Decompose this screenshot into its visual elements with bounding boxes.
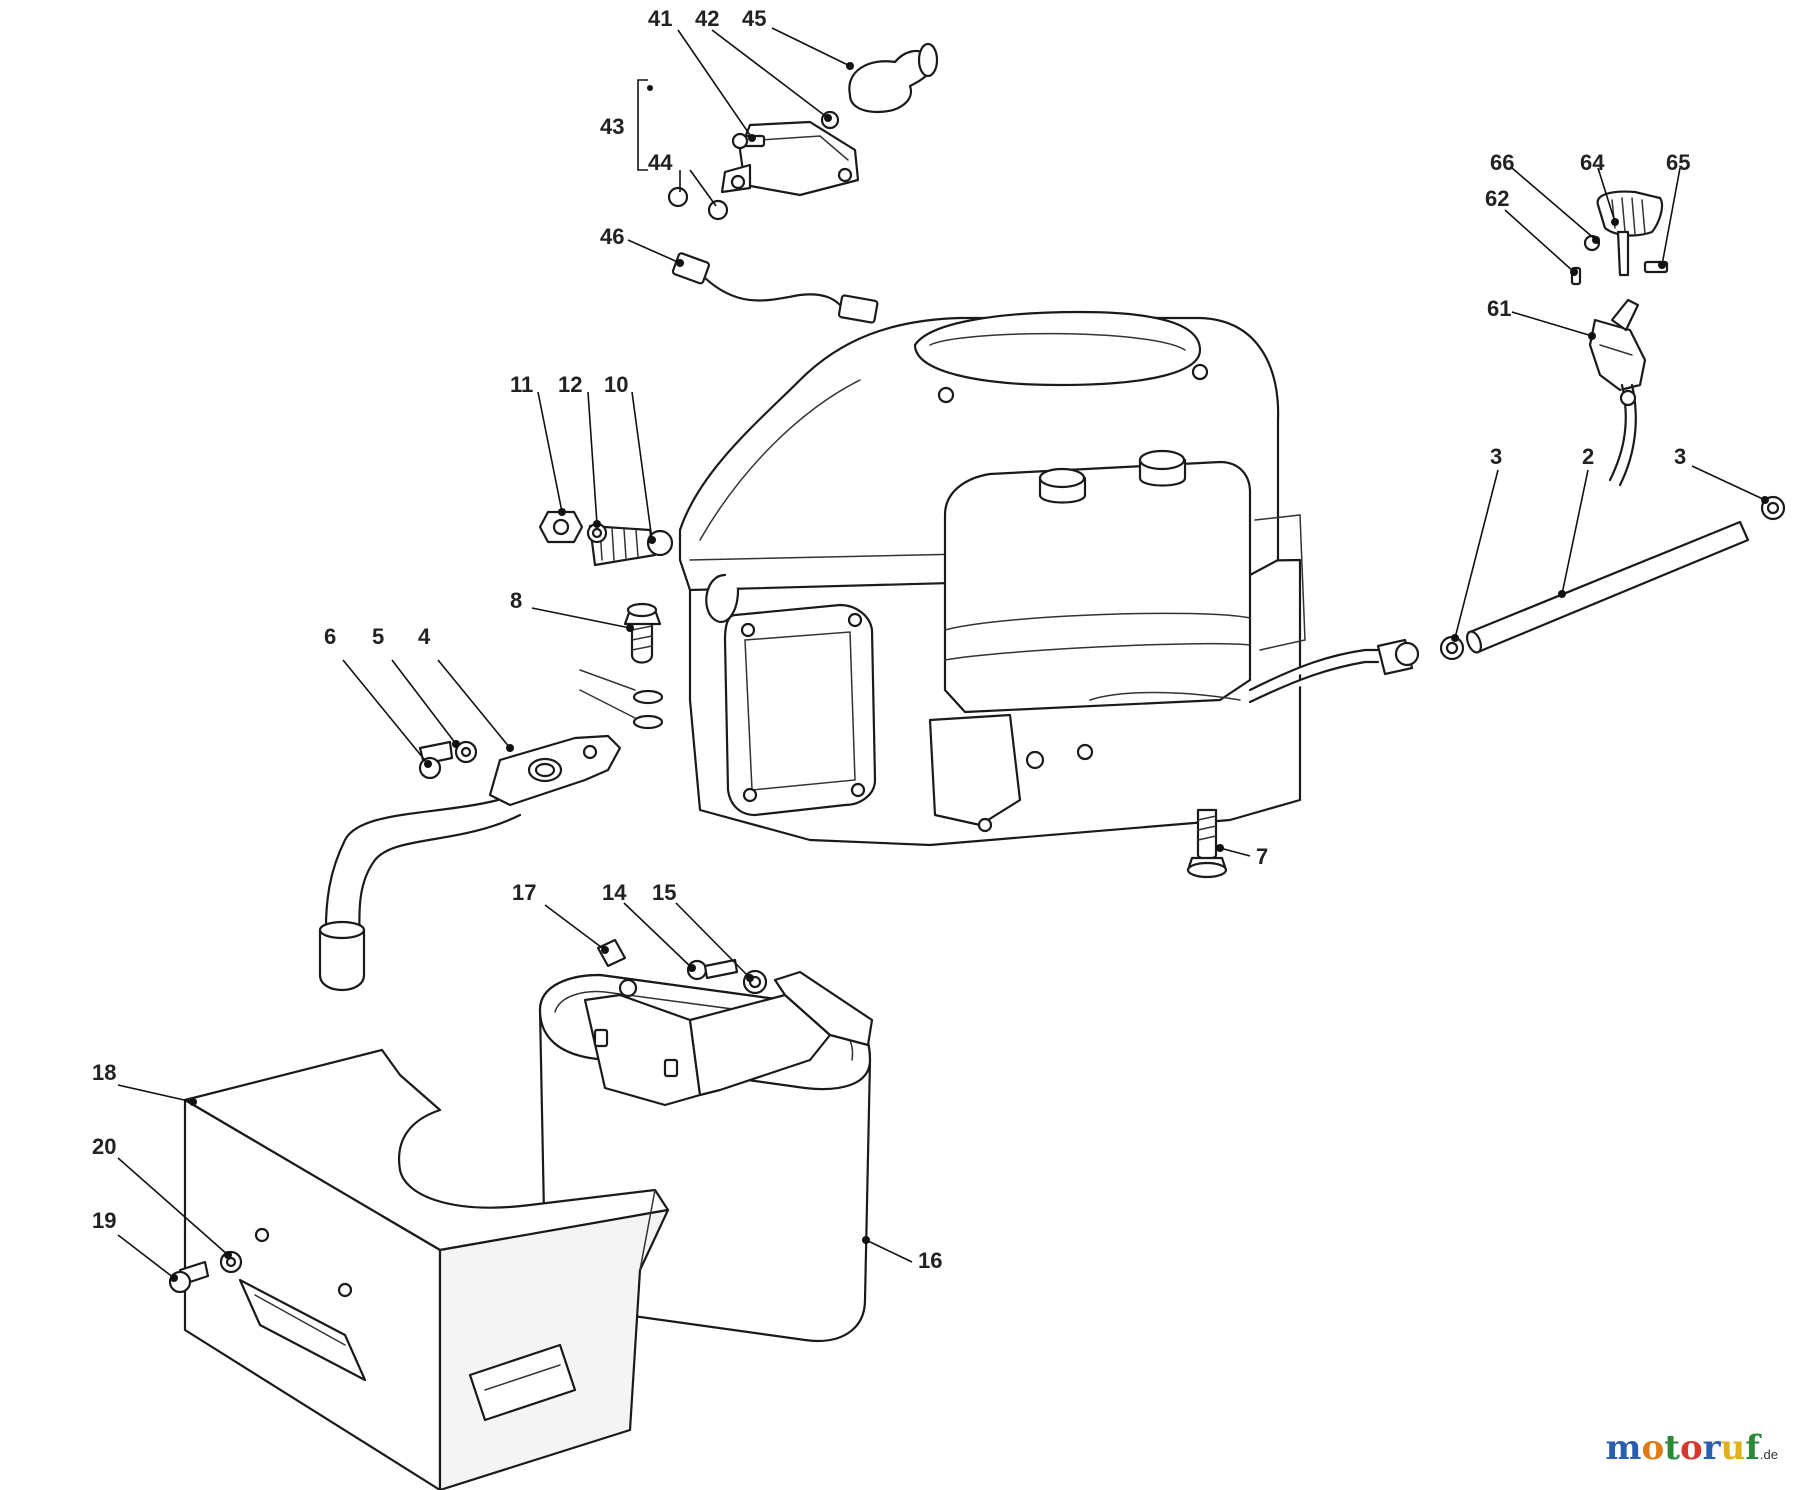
heat-shield (168, 1048, 670, 1490)
callout-10: 10 (604, 372, 628, 397)
intake-fittings (538, 510, 674, 567)
muffler-bracket-hardware (596, 938, 768, 995)
callout-labels: 41 42 45 43 44 46 66 64 65 62 61 11 12 1… (92, 6, 1690, 1273)
callout-6: 6 (324, 624, 336, 649)
leader-lines (117, 27, 1769, 1282)
callout-19: 19 (92, 1208, 116, 1233)
callout-65: 65 (1666, 150, 1690, 175)
logo-letter: o (1679, 1428, 1703, 1468)
callout-3-right: 3 (1674, 444, 1686, 469)
callout-62: 62 (1485, 186, 1509, 211)
callout-45: 45 (742, 6, 766, 31)
callout-66: 66 (1490, 150, 1514, 175)
callout-18: 18 (92, 1060, 116, 1085)
logo-letter: t (1664, 1428, 1680, 1468)
solenoid-assembly (667, 42, 939, 221)
logo-letter: m (1605, 1428, 1642, 1468)
callout-16: 16 (918, 1248, 942, 1273)
engine-body (678, 310, 1420, 847)
callout-42: 42 (695, 6, 719, 31)
callout-5: 5 (372, 624, 384, 649)
callout-64: 64 (1580, 150, 1605, 175)
exhaust-pipe (318, 734, 622, 992)
motoruf-logo[interactable]: motoruf.de (1606, 1428, 1778, 1468)
callout-7: 7 (1256, 844, 1268, 869)
logo-letter: u (1720, 1428, 1746, 1468)
callout-3-left: 3 (1490, 444, 1502, 469)
callout-12: 12 (558, 372, 582, 397)
wire-harness (671, 252, 879, 324)
callout-61: 61 (1487, 296, 1511, 321)
callout-46: 46 (600, 224, 624, 249)
callout-2: 2 (1582, 444, 1594, 469)
callout-44: 44 (648, 150, 673, 175)
callout-11: 11 (510, 372, 533, 397)
throttle-assembly (1570, 190, 1669, 487)
callout-20: 20 (92, 1134, 116, 1159)
logo-letter: o (1641, 1428, 1665, 1468)
callout-41: 41 (648, 6, 672, 31)
callout-17: 17 (512, 880, 536, 905)
bolt-7 (1186, 808, 1228, 879)
logo-letter: f (1745, 1428, 1760, 1468)
callout-15: 15 (652, 880, 676, 905)
callout-14: 14 (602, 880, 627, 905)
callout-43: 43 (600, 114, 624, 139)
logo-suffix: .de (1759, 1447, 1778, 1462)
logo-letter: r (1702, 1428, 1721, 1468)
callout-4: 4 (418, 624, 431, 649)
fuel-hose (1439, 495, 1786, 661)
callout-8: 8 (510, 588, 522, 613)
bolt-and-washers (579, 602, 664, 730)
